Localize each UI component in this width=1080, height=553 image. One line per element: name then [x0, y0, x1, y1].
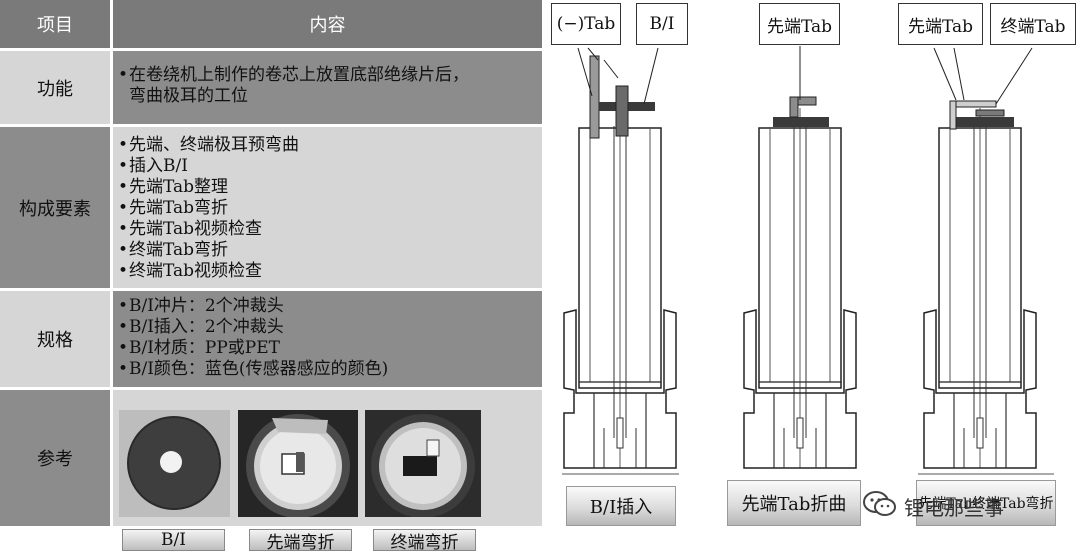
header-content: 内容 [113, 0, 542, 48]
row-content-elements: 先端、终端极耳预弯曲 插入B/I 先端Tab整理 先端Tab弯折 先端Tab视频… [113, 127, 542, 288]
callout-bi: B/I [636, 3, 688, 45]
step-tail-tab-bend: 先端Tab终端Tab弯折 [916, 480, 1056, 526]
head-bend-photo [238, 410, 358, 517]
tail-bend-photo [365, 410, 481, 517]
spec-item: B/I冲片：2个冲裁头 [117, 296, 534, 317]
callout-head-tab-1: 先端Tab [759, 3, 840, 45]
step-head-tab-bend: 先端Tab折曲 [727, 480, 861, 526]
cell-cross-section-drawings [562, 46, 1054, 475]
element-item: 终端Tab弯折 [117, 240, 534, 261]
function-text-line-1: 在卷绕机上制作的卷芯上放置底部绝缘片后， [117, 65, 534, 86]
header-item: 项目 [0, 0, 110, 48]
callout-neg-tab: (−)Tab [551, 3, 621, 45]
row-content-function: 在卷绕机上制作的卷芯上放置底部绝缘片后， 弯曲极耳的工位 [113, 51, 542, 124]
row-label-elements: 构成要素 [0, 127, 110, 288]
step-tail-tab-bend-label: 先端Tab终端Tab弯折 [918, 496, 1054, 512]
element-item: 插入B/I [117, 156, 534, 177]
caption-bi: B/I [122, 529, 225, 551]
bi-disc-photo [119, 410, 230, 517]
process-diagrams: (−)Tab B/I 先端Tab 先端Tab 终端Tab B/I插入 先端Tab… [544, 0, 1080, 552]
callout-head-tab-2: 先端Tab [898, 3, 983, 45]
row-label-reference: 参考 [0, 390, 110, 526]
element-item: 先端Tab弯折 [117, 198, 534, 219]
watermark-text: 锂电那些事 [904, 495, 1004, 520]
watermark: 锂电那些事 [862, 486, 1004, 526]
element-item: 先端Tab整理 [117, 177, 534, 198]
caption-tail-bend: 终端弯折 [373, 529, 476, 553]
caption-head-bend: 先端弯折 [249, 529, 352, 553]
element-item: 终端Tab视频检查 [117, 261, 534, 282]
function-text-line-2: 弯曲极耳的工位 [129, 86, 248, 106]
process-table: 项目 内容 功能 在卷绕机上制作的卷芯上放置底部绝缘片后， 弯曲极耳的工位 构成… [0, 0, 544, 552]
spec-item: B/I颜色：蓝色(传感器感应的颜色) [117, 359, 534, 380]
element-item: 先端Tab视频检查 [117, 219, 534, 240]
row-label-spec: 规格 [0, 291, 110, 387]
row-content-spec: B/I冲片：2个冲裁头 B/I插入：2个冲裁头 B/I材质：PP或PET B/I… [113, 291, 542, 387]
callout-tail-tab: 终端Tab [990, 3, 1076, 45]
row-label-function: 功能 [0, 51, 110, 124]
wechat-icon [862, 489, 898, 524]
spec-item: B/I材质：PP或PET [117, 338, 534, 359]
element-item: 先端、终端极耳预弯曲 [117, 135, 534, 156]
step-bi-insert: B/I插入 [566, 486, 676, 526]
spec-item: B/I插入：2个冲裁头 [117, 317, 534, 338]
